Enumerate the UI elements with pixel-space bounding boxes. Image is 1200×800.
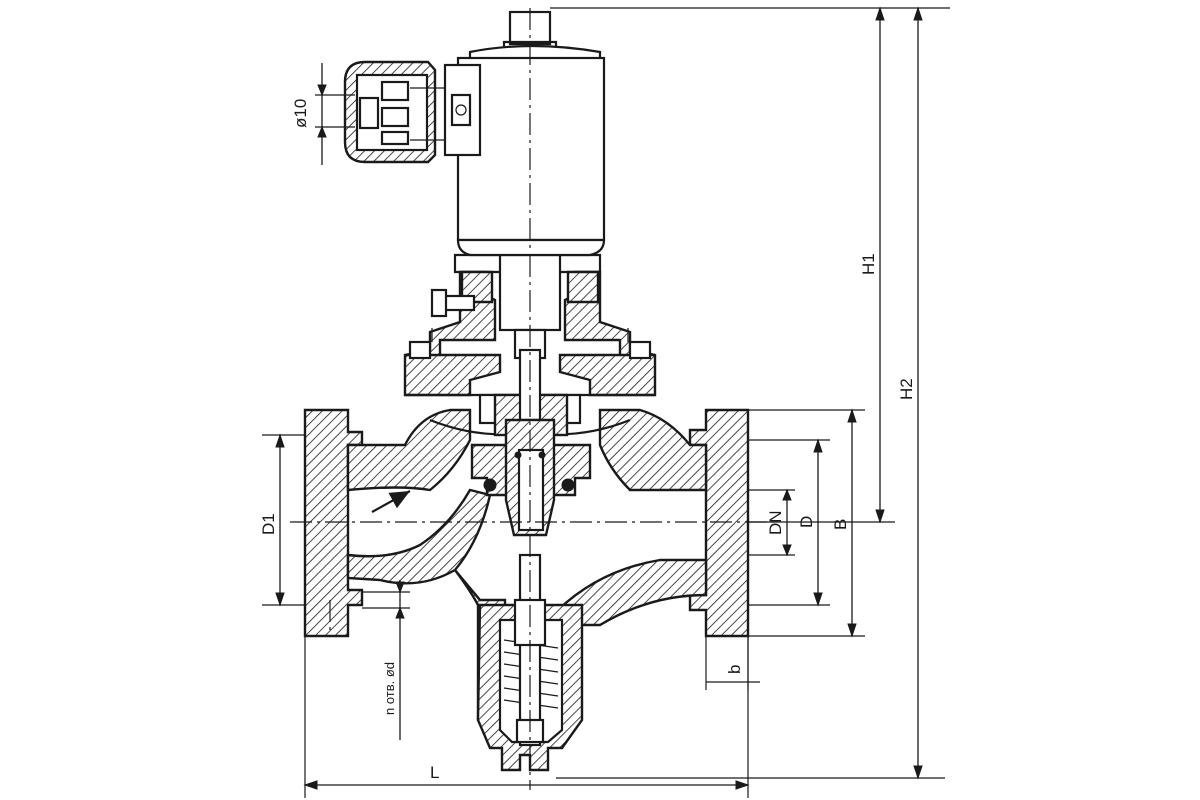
dn-label: DN: [766, 510, 785, 535]
h1-label: H1: [859, 253, 878, 275]
bolt-right: [628, 340, 652, 360]
l-label: L: [430, 763, 439, 782]
body-lower-right-wall: [556, 558, 708, 627]
d-label: D: [797, 516, 816, 528]
manual-override-screw: [430, 288, 476, 318]
connector-diameter-label: ø10: [291, 99, 310, 128]
dimensions: H1 H2 D1 DN D B b: [259, 6, 950, 798]
cable-connector: ø10: [291, 60, 445, 165]
holes-label: n отв. ød: [382, 662, 397, 715]
bolt-left: [408, 340, 432, 360]
o-ring-right: [561, 478, 575, 492]
o-ring-left: [483, 478, 497, 492]
b-label: B: [831, 519, 850, 530]
body-upper-wall: [346, 408, 472, 492]
d1-label: D1: [259, 513, 278, 535]
valve-body: [303, 408, 750, 772]
inner-partition: [346, 488, 492, 585]
h2-label: H2: [897, 378, 916, 400]
solenoid-coil: [443, 8, 606, 257]
b-small-label: b: [725, 665, 744, 674]
body-upper-right-wall: [598, 408, 708, 492]
flow-arrow: [371, 490, 411, 513]
